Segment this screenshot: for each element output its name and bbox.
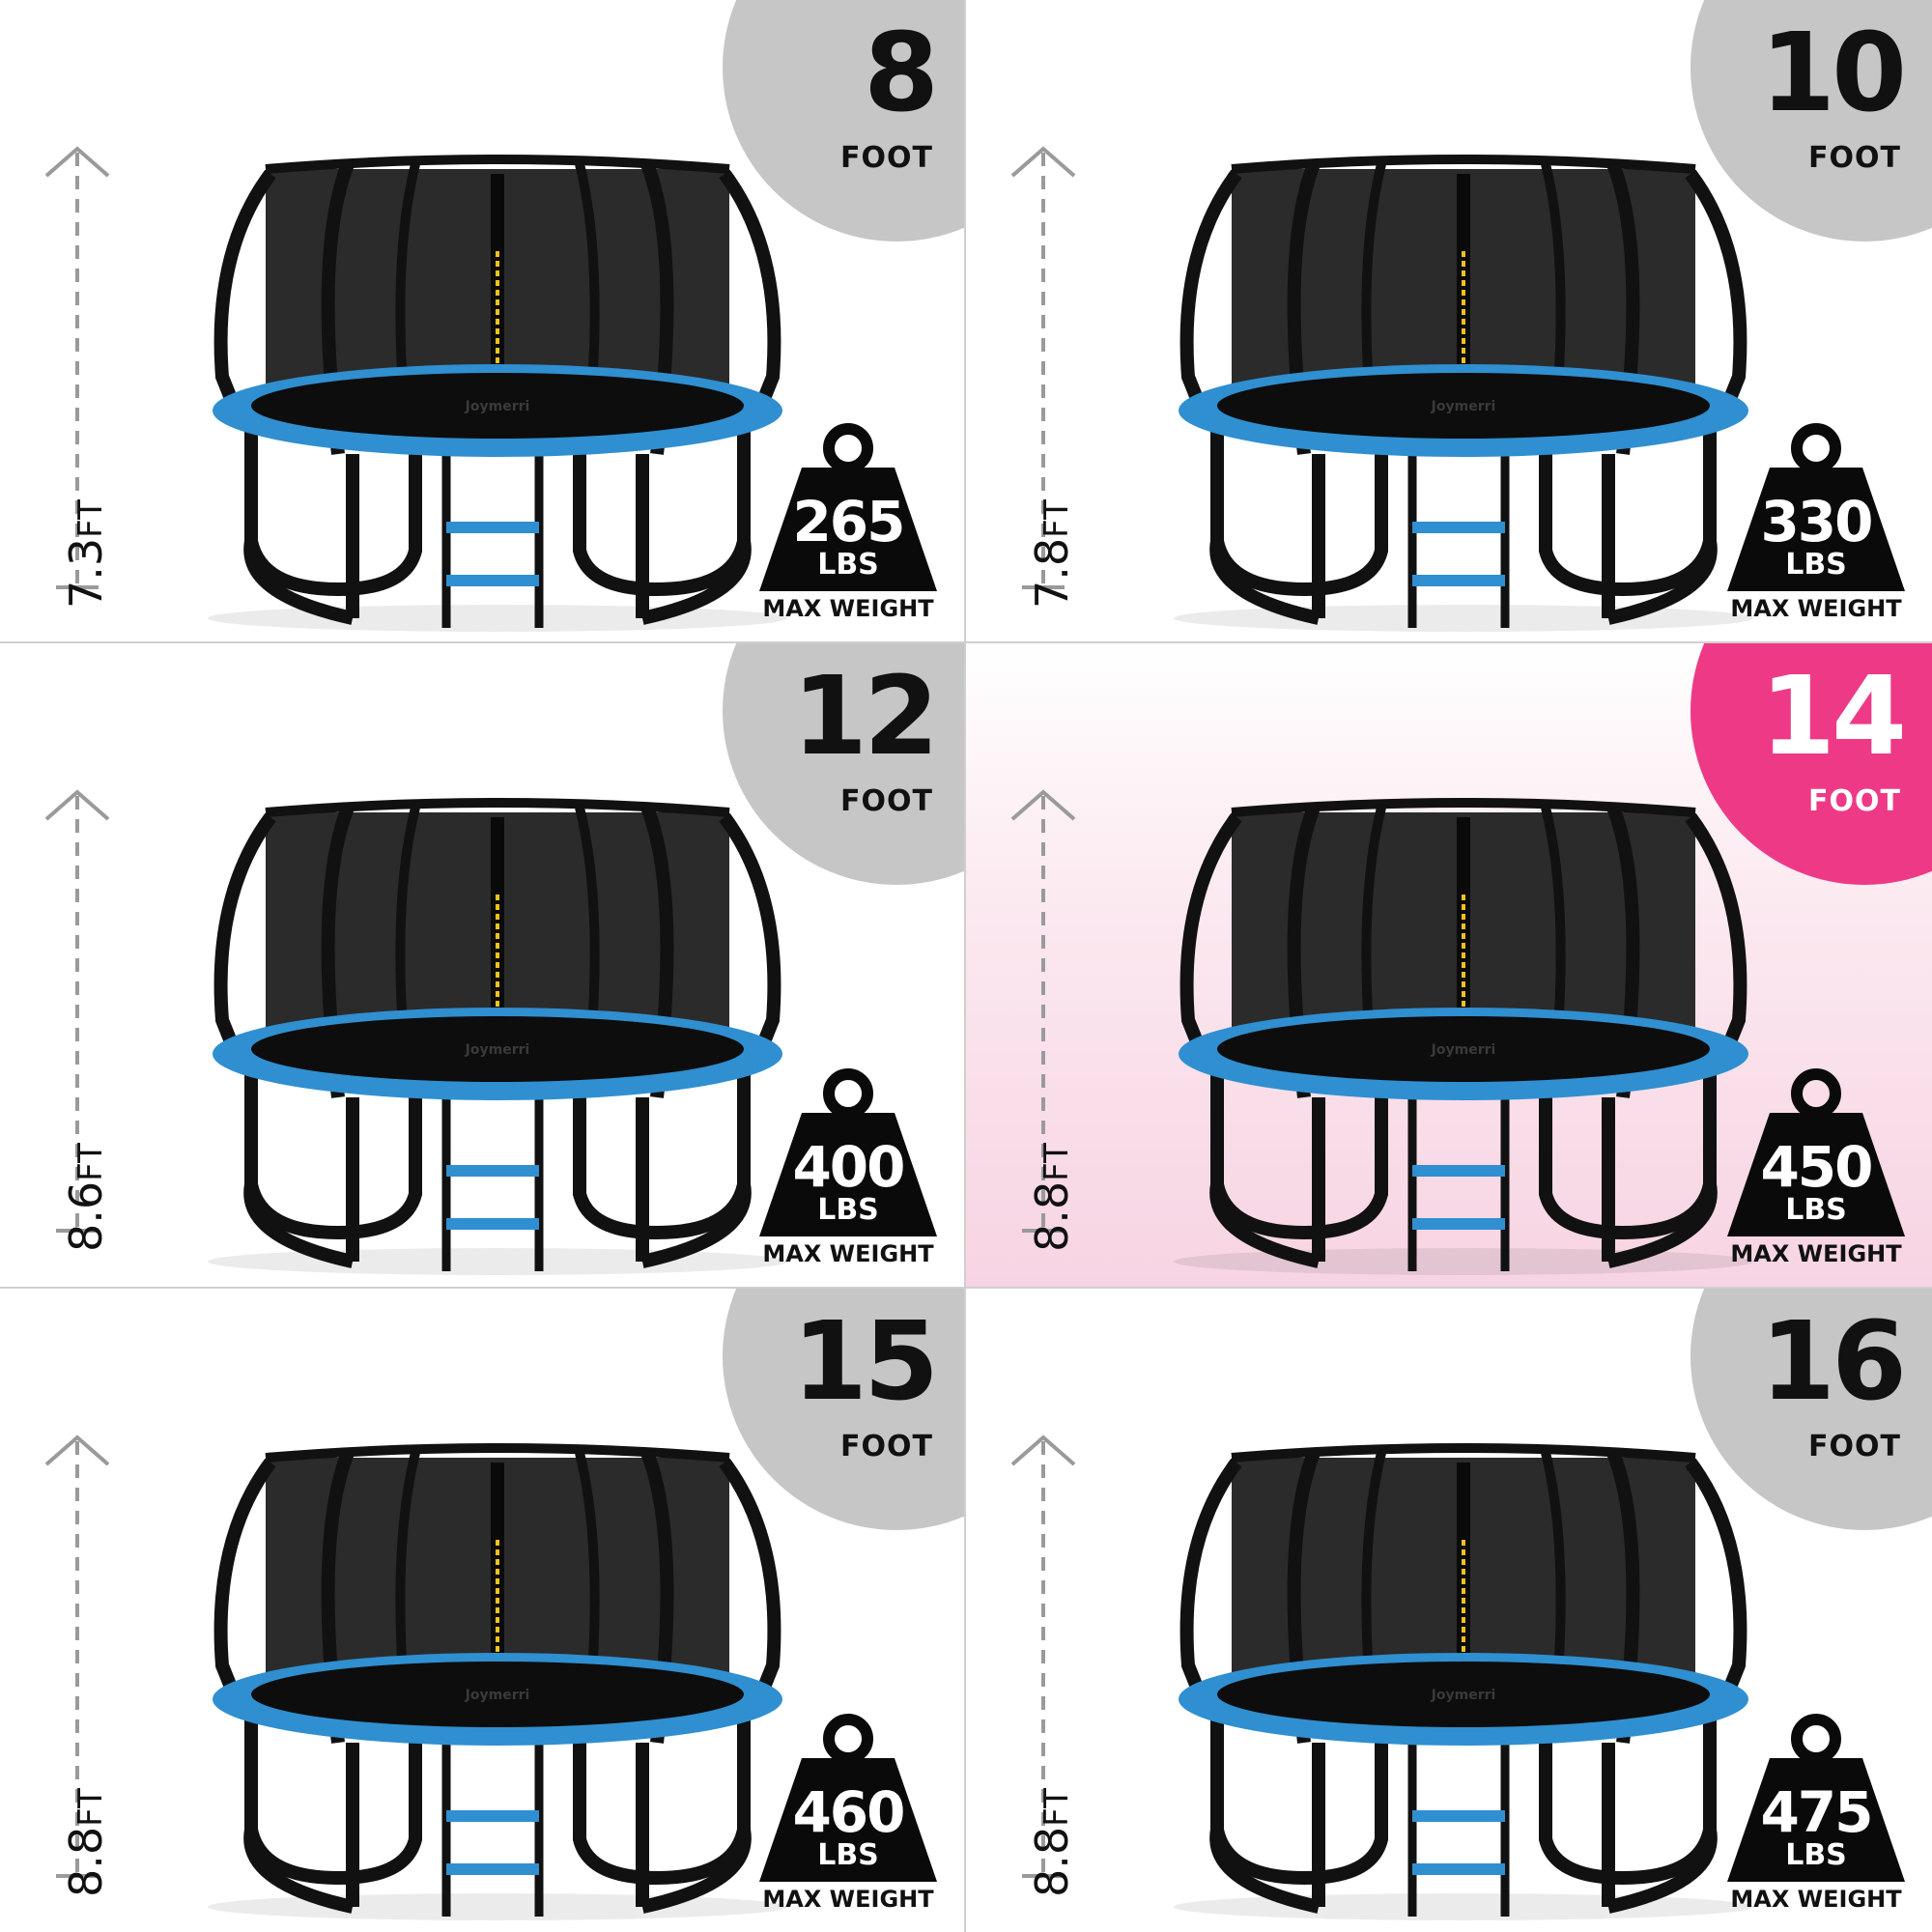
brand-logo-text: Joymerri bbox=[1431, 1688, 1496, 1703]
max-weight-badge: 450 LBS MAX WEIGHT bbox=[1721, 1066, 1915, 1269]
height-label: 7.3FT bbox=[60, 499, 112, 609]
trampoline-illustration: Joymerri bbox=[208, 155, 787, 632]
trampoline-illustration: Joymerri bbox=[208, 798, 787, 1275]
up-arrow-dashed-icon bbox=[44, 789, 110, 1233]
max-weight-badge: 330 LBS MAX WEIGHT bbox=[1721, 421, 1915, 624]
weight-unit: LBS bbox=[1785, 548, 1847, 582]
max-weight-badge: 475 LBS MAX WEIGHT bbox=[1721, 1712, 1915, 1915]
size-number: 14 bbox=[1760, 654, 1907, 780]
height-label: 8.8FT bbox=[60, 1788, 112, 1897]
weight-caption: MAX WEIGHT bbox=[762, 595, 934, 622]
weight-value: 265 bbox=[792, 489, 905, 554]
size-number: 16 bbox=[1760, 1299, 1907, 1425]
weight-unit: LBS bbox=[1785, 1838, 1847, 1872]
up-arrow-dashed-icon bbox=[1010, 789, 1076, 1233]
kettlebell-weight-icon bbox=[1727, 423, 1905, 591]
max-weight-badge: 400 LBS MAX WEIGHT bbox=[753, 1066, 947, 1269]
height-measure: 7.3FT bbox=[39, 145, 116, 609]
height-measure: 8.8FT bbox=[1005, 788, 1082, 1252]
size-unit: FOOT bbox=[1808, 784, 1901, 818]
up-arrow-dashed-icon bbox=[44, 1435, 110, 1878]
max-weight-badge: 460 LBS MAX WEIGHT bbox=[753, 1712, 947, 1915]
weight-value: 400 bbox=[792, 1134, 905, 1200]
size-panel-10-foot: 10 FOOT 7.8FT bbox=[966, 0, 1932, 643]
height-measure: 8.8FT bbox=[39, 1434, 116, 1897]
size-number: 8 bbox=[864, 11, 939, 136]
max-weight-badge: 265 LBS MAX WEIGHT bbox=[753, 421, 947, 624]
size-unit: FOOT bbox=[840, 784, 933, 818]
weight-value: 475 bbox=[1760, 1779, 1873, 1845]
weight-unit: LBS bbox=[817, 1838, 879, 1872]
brand-logo-text: Joymerri bbox=[465, 399, 530, 414]
trampoline-illustration: Joymerri bbox=[1174, 155, 1753, 632]
kettlebell-weight-icon bbox=[759, 1714, 937, 1882]
size-unit: FOOT bbox=[1808, 141, 1901, 175]
trampoline-illustration: Joymerri bbox=[1174, 1443, 1753, 1920]
size-number: 12 bbox=[792, 654, 939, 780]
kettlebell-weight-icon bbox=[759, 423, 937, 591]
size-unit: FOOT bbox=[1808, 1430, 1901, 1463]
kettlebell-weight-icon bbox=[759, 1068, 937, 1236]
weight-caption: MAX WEIGHT bbox=[762, 1240, 934, 1267]
up-arrow-dashed-icon bbox=[44, 146, 110, 589]
size-panel-12-foot: 12 FOOT 8.6FT bbox=[0, 643, 966, 1289]
trampoline-illustration: Joymerri bbox=[1174, 798, 1753, 1275]
weight-unit: LBS bbox=[817, 1193, 879, 1227]
height-label: 8.8FT bbox=[1026, 1143, 1078, 1252]
weight-caption: MAX WEIGHT bbox=[1730, 1240, 1902, 1267]
up-arrow-dashed-icon bbox=[1010, 1435, 1076, 1878]
brand-logo-text: Joymerri bbox=[1431, 1042, 1496, 1058]
kettlebell-weight-icon bbox=[1727, 1714, 1905, 1882]
weight-value: 460 bbox=[792, 1779, 905, 1845]
height-label: 8.6FT bbox=[60, 1143, 112, 1252]
size-number: 15 bbox=[792, 1299, 939, 1425]
size-panel-8-foot: 8 FOOT 7.3FT bbox=[0, 0, 966, 643]
weight-unit: LBS bbox=[817, 548, 879, 582]
kettlebell-weight-icon bbox=[1727, 1068, 1905, 1236]
weight-caption: MAX WEIGHT bbox=[762, 1886, 934, 1913]
weight-caption: MAX WEIGHT bbox=[1730, 1886, 1902, 1913]
size-panel-14-foot: 14 FOOT 8.8FT bbox=[966, 643, 1932, 1289]
brand-logo-text: Joymerri bbox=[1431, 399, 1496, 414]
height-measure: 8.6FT bbox=[39, 788, 116, 1252]
size-panel-16-foot: 16 FOOT 8.8FT bbox=[966, 1289, 1932, 1932]
trampoline-illustration: Joymerri bbox=[208, 1443, 787, 1920]
brand-logo-text: Joymerri bbox=[465, 1042, 530, 1058]
height-measure: 7.8FT bbox=[1005, 145, 1082, 609]
weight-caption: MAX WEIGHT bbox=[1730, 595, 1902, 622]
brand-logo-text: Joymerri bbox=[465, 1688, 530, 1703]
size-panel-15-foot: 15 FOOT 8.8FT bbox=[0, 1289, 966, 1932]
height-measure: 8.8FT bbox=[1005, 1434, 1082, 1897]
size-unit: FOOT bbox=[840, 141, 933, 175]
height-label: 8.8FT bbox=[1026, 1788, 1078, 1897]
weight-value: 450 bbox=[1760, 1134, 1873, 1200]
height-label: 7.8FT bbox=[1026, 499, 1078, 609]
up-arrow-dashed-icon bbox=[1010, 146, 1076, 589]
size-unit: FOOT bbox=[840, 1430, 933, 1463]
size-number: 10 bbox=[1760, 11, 1907, 136]
weight-value: 330 bbox=[1760, 489, 1873, 554]
weight-unit: LBS bbox=[1785, 1193, 1847, 1227]
